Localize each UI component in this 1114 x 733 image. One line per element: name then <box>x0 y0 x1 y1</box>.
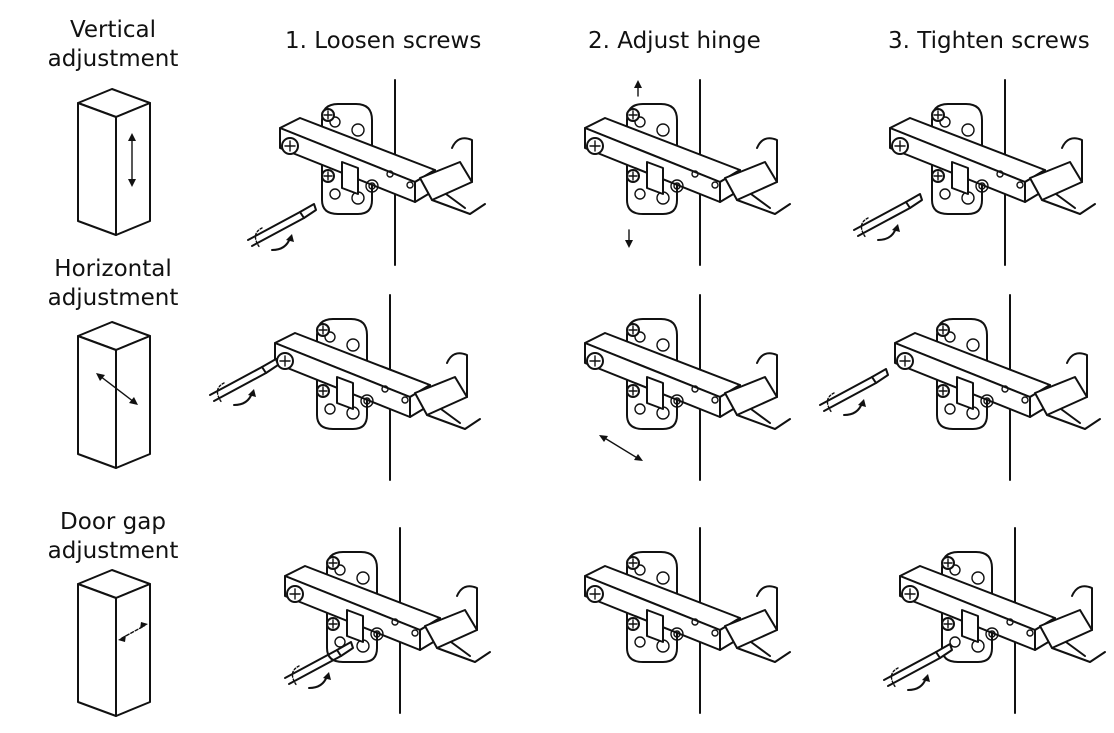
double-arrow-icon <box>599 435 643 461</box>
screwdriver-icon <box>284 641 354 689</box>
column-header-adjust: 2. Adjust hinge <box>588 28 761 54</box>
hinge-illustration-vertical-loosen <box>240 79 500 280</box>
column-header-loosen: 1. Loosen screws <box>285 28 482 54</box>
hinge-illustration-horizontal-adjust <box>535 294 795 495</box>
hinge-illustration-horizontal-loosen <box>209 294 481 495</box>
hinge-illustration-door-gap-adjust <box>545 527 805 728</box>
cabinet-icon-vertical <box>70 85 160 245</box>
hinge-illustration-vertical-adjust <box>545 79 805 280</box>
cabinet-icon-horizontal <box>70 318 160 478</box>
hinge-illustration-door-gap-loosen <box>245 527 505 728</box>
row-label-line1: Horizontal <box>54 256 172 282</box>
row-label-line1: Door gap <box>60 509 166 535</box>
row-label-vertical: Vertical adjustment <box>28 16 198 74</box>
hinge-illustration-horizontal-tighten <box>819 294 1101 495</box>
row-label-door-gap: Door gap adjustment <box>28 508 198 566</box>
row-label-line1: Vertical <box>69 17 157 43</box>
cabinet-icon-door-gap <box>70 562 160 722</box>
screwdriver-icon <box>853 193 923 241</box>
row-label-line2: adjustment <box>47 538 179 564</box>
column-header-tighten: 3. Tighten screws <box>888 28 1090 54</box>
screwdriver-icon <box>819 368 889 416</box>
double-arrow-icon <box>625 80 642 248</box>
row-label-line2: adjustment <box>47 46 179 72</box>
screwdriver-icon <box>247 203 317 251</box>
screwdriver-icon <box>883 643 953 691</box>
row-label-line2: adjustment <box>47 285 179 311</box>
screwdriver-icon <box>209 358 279 406</box>
row-label-horizontal: Horizontal adjustment <box>28 255 198 313</box>
hinge-illustration-vertical-tighten <box>850 79 1110 280</box>
hinge-illustration-door-gap-tighten <box>850 527 1110 728</box>
